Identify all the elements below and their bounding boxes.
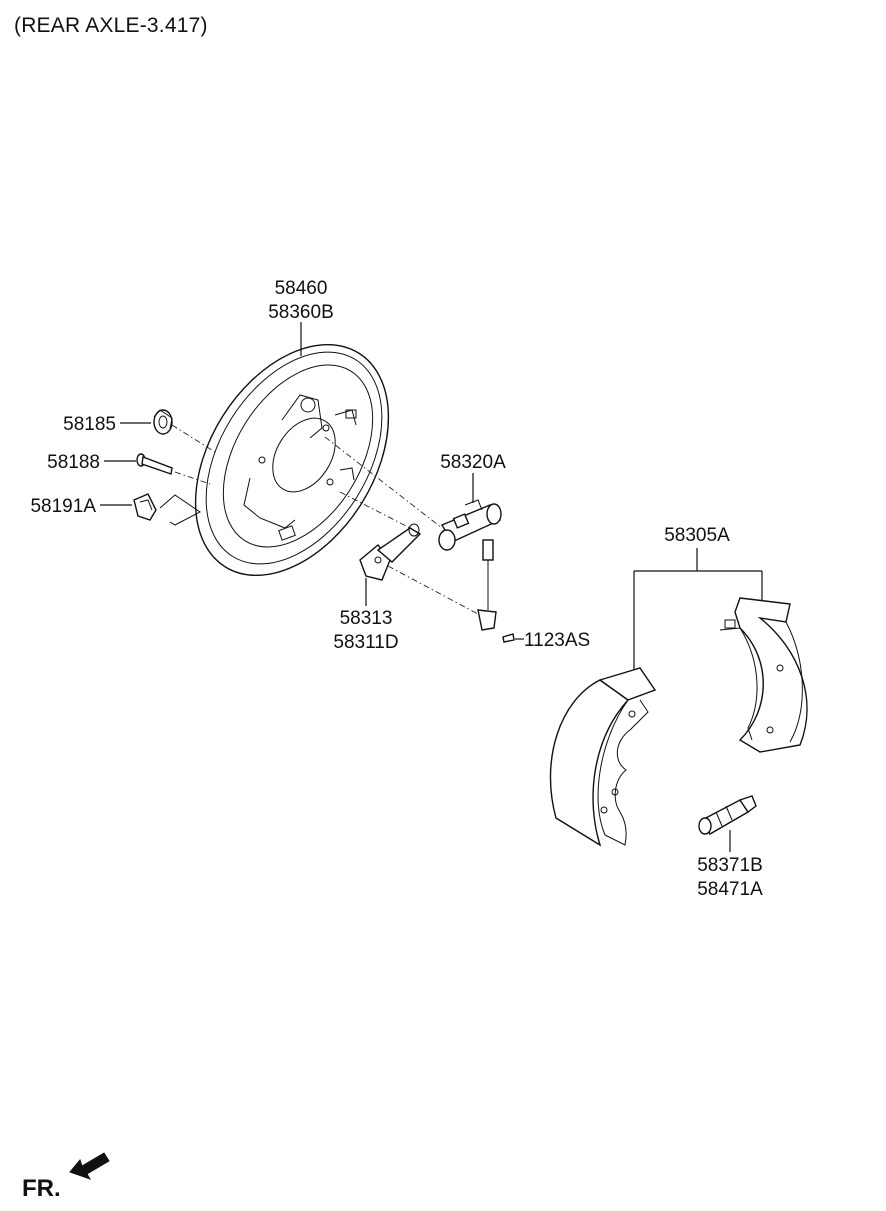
label-58371b: 58371B xyxy=(697,855,763,876)
centerline-58188 xyxy=(174,471,211,485)
label-58471a: 58471A xyxy=(697,879,763,900)
label-58191a: 58191A xyxy=(30,496,96,517)
brake-shoe-right[interactable] xyxy=(719,597,808,753)
diagram-title: (REAR AXLE-3.417) xyxy=(14,14,208,37)
direction-arrow-icon xyxy=(69,1152,110,1180)
adjuster-part[interactable] xyxy=(698,795,757,835)
pin-part[interactable] xyxy=(136,453,173,475)
centerline-58185 xyxy=(171,424,216,453)
label-58188: 58188 xyxy=(47,452,100,473)
brake-shoe-left[interactable] xyxy=(549,667,657,847)
label-58313: 58313 xyxy=(340,608,393,629)
label-58360b: 58360B xyxy=(268,302,334,323)
backing-plate-part[interactable] xyxy=(156,310,429,611)
leader-58305a xyxy=(633,548,763,672)
label-58460: 58460 xyxy=(275,278,328,299)
centerline-58191a xyxy=(159,494,201,526)
wheel-cylinder-part[interactable] xyxy=(438,499,502,551)
bleeder-part[interactable] xyxy=(477,539,515,643)
label-58185: 58185 xyxy=(63,414,116,435)
centerline-wheel-cylinder xyxy=(324,436,443,529)
label-58305a: 58305A xyxy=(664,525,730,546)
plug-part[interactable] xyxy=(153,409,173,435)
label-1123as: 1123AS xyxy=(524,630,590,651)
lever-part[interactable] xyxy=(359,523,422,581)
retainer-part[interactable] xyxy=(133,493,157,521)
direction-label: FR. xyxy=(22,1175,61,1202)
centerline-lever-b xyxy=(387,565,479,615)
label-58311d: 58311D xyxy=(333,632,398,653)
label-58320a: 58320A xyxy=(440,452,506,473)
